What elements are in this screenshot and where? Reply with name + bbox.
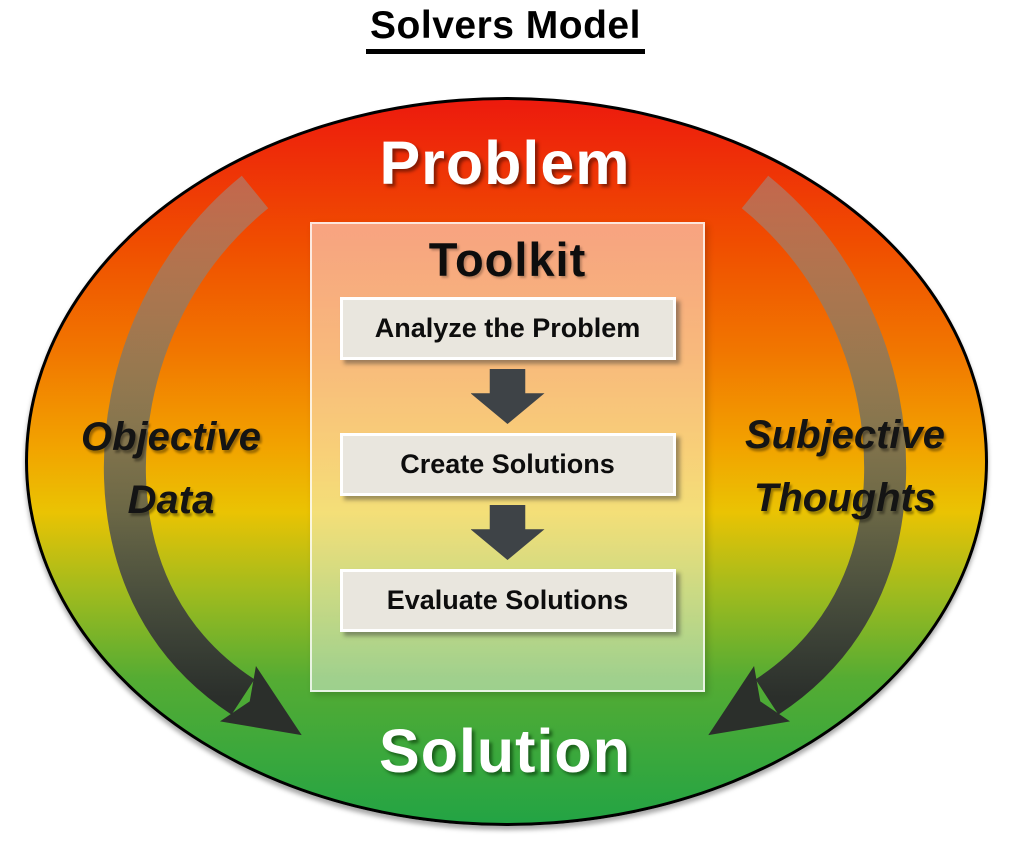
step-create-solutions: Create Solutions — [339, 433, 676, 496]
objective-data-line1: Objective — [80, 415, 262, 459]
objective-data-label: Objective Data — [42, 406, 300, 532]
subjective-thoughts-line2: Thoughts — [753, 476, 937, 520]
down-arrow-icon — [470, 505, 545, 560]
toolkit-title: Toolkit — [428, 233, 587, 286]
subjective-thoughts-line1: Subjective — [744, 413, 946, 457]
page-title: Solvers Model — [0, 4, 1011, 54]
page-title-text: Solvers Model — [366, 4, 645, 54]
toolkit-panel: Toolkit Analyze the Problem Create Solut… — [310, 222, 705, 692]
objective-data-line2: Data — [127, 478, 215, 522]
down-arrow-icon — [470, 369, 545, 424]
subjective-thoughts-label: Subjective Thoughts — [716, 404, 974, 530]
solution-label: Solution — [379, 717, 631, 785]
problem-label: Problem — [379, 129, 631, 197]
step-analyze-the-problem: Analyze the Problem — [339, 297, 676, 360]
step-evaluate-solutions: Evaluate Solutions — [339, 569, 676, 632]
